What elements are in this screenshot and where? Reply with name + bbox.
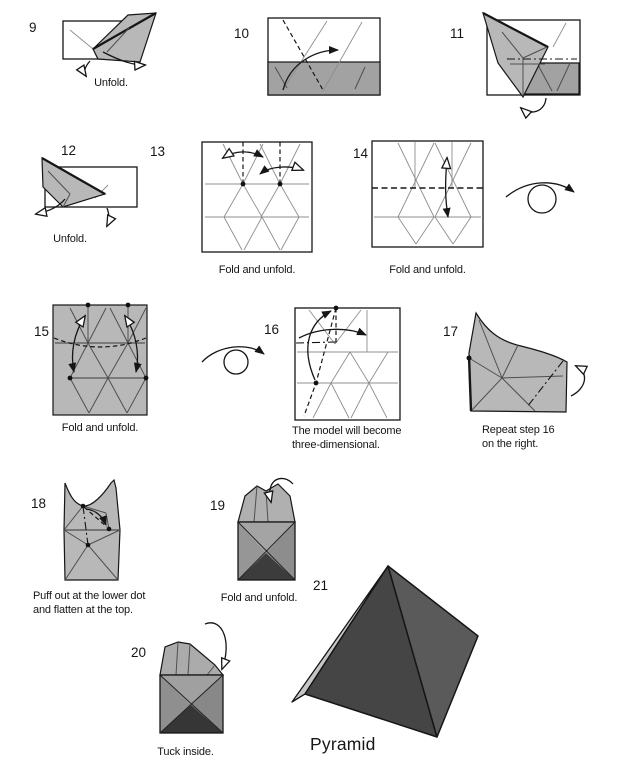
step-20: 20 Tuck inside.: [118, 618, 253, 760]
step-15: 15 Fold and unfold.: [28, 298, 168, 440]
step-number: 14: [353, 146, 369, 161]
step-number: 19: [210, 498, 226, 513]
step-10: 10: [230, 8, 395, 103]
step-10-diagram: [267, 17, 381, 96]
step-14: 14 Fold and unfold.: [295, 138, 495, 278]
turn-over-icon: [201, 345, 265, 375]
step-17: 17 Repeat step 16 on the right.: [435, 298, 605, 450]
step-caption: The model will become three-dimensional.: [292, 425, 402, 451]
step-caption: Puff out at the lower dot and flatten at…: [33, 590, 146, 616]
unfold-arrow-icon: [85, 51, 145, 76]
step-number: 15: [34, 324, 50, 339]
step-14-diagram: [371, 140, 484, 248]
step-20-diagram: [159, 622, 253, 734]
unfold-arrow-icon: [36, 198, 109, 226]
step-caption: Tuck inside.: [157, 746, 214, 758]
step-number: 17: [443, 324, 459, 339]
pyramid-diagram: [291, 565, 479, 738]
step-number: 10: [234, 26, 250, 41]
step-9-diagram: [62, 12, 157, 103]
step-caption: Repeat step 16 on the right.: [482, 424, 555, 450]
puff-arrow-icon: [85, 508, 107, 526]
step-number: 12: [61, 143, 77, 158]
step-number: 16: [264, 322, 280, 337]
step-number: 21: [313, 578, 329, 593]
step-caption: Fold and unfold.: [61, 422, 139, 434]
tuck-arrow-icon: [204, 622, 226, 669]
step-19-diagram: [237, 477, 296, 581]
step-9: 9 Unfold.: [25, 8, 180, 103]
fold-unfold-arrow-icon: [446, 158, 448, 217]
step-12-diagram: [18, 156, 138, 253]
repeat-arrow-icon: [570, 366, 585, 397]
step-number: 18: [31, 496, 47, 511]
step-16: 16 The model will become three-dimension…: [200, 298, 415, 451]
step-number: 11: [450, 26, 465, 41]
step-13: 13 Fold and unfold.: [145, 138, 320, 278]
step-15-diagram: [52, 302, 149, 416]
step-number: 9: [29, 20, 37, 35]
step-16-diagram: [201, 305, 401, 421]
fold-arrow-icon: [298, 310, 367, 381]
fold-unfold-arrow-icon: [223, 152, 303, 174]
step-18-diagram: [63, 478, 121, 581]
step-18: 18 Puff out at the lower dot and flatten…: [25, 476, 170, 618]
step-number: 13: [150, 144, 166, 159]
step-caption: Unfold.: [53, 233, 87, 245]
unfold-arrow-icon: [521, 97, 547, 112]
fold-arrow-icon: [282, 46, 339, 91]
step-caption: Fold and unfold.: [220, 592, 298, 604]
step-19: 19 Fold and unfold.: [195, 472, 320, 610]
step-21: 21 Pyramid: [285, 558, 505, 760]
pyramid-title: Pyramid: [310, 734, 376, 754]
step-number: 20: [131, 645, 147, 660]
fold-unfold-arrow-icon: [270, 477, 294, 502]
step-caption: Fold and unfold.: [389, 264, 466, 276]
step-caption: Fold and unfold.: [218, 264, 296, 276]
step-11-diagram: [482, 11, 581, 132]
step-17-diagram: [466, 311, 605, 413]
turn-over-symbol: [500, 175, 590, 220]
turn-over-icon: [505, 182, 575, 214]
step-caption: Unfold.: [94, 77, 128, 89]
step-11: 11: [430, 2, 605, 132]
fold-unfold-arrow-icon: [72, 316, 137, 372]
step-13-diagram: [201, 141, 313, 253]
step-12: 12 Unfold.: [18, 138, 153, 253]
